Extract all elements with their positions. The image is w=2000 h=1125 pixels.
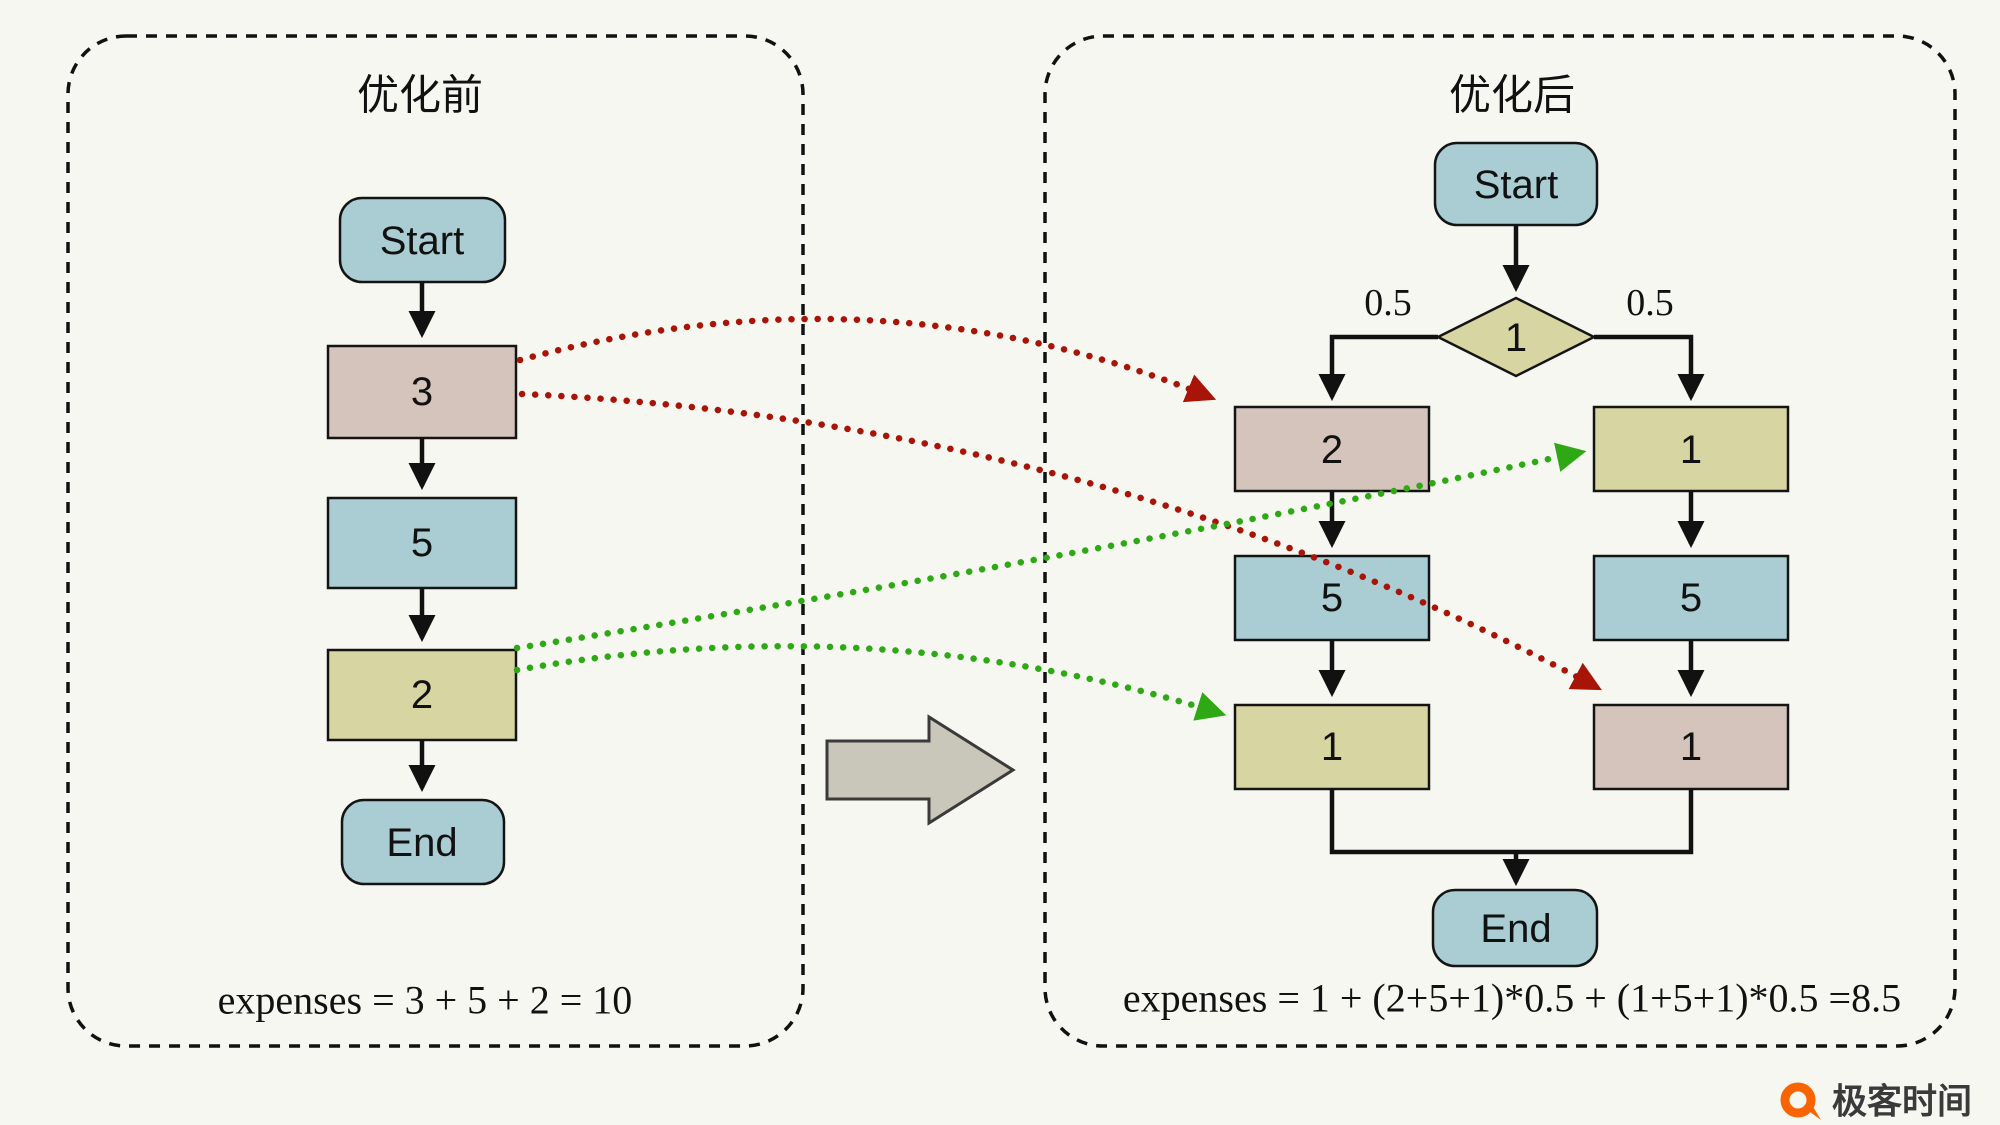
left-node-5-label: 5: [411, 521, 433, 565]
right-leftbranch-node-2: [1233, 405, 1431, 493]
right-rightbranch-node-1b: [1592, 703, 1790, 791]
left-node-3-label: 3: [411, 370, 433, 414]
left-node-3: [326, 344, 518, 440]
right-decision-diamond: [1435, 296, 1597, 378]
left-panel-dashed-border: [66, 34, 805, 1048]
left-panel-before-optimization: 优化前 Start 3 5 2 End expenses = 3 + 5 + 2…: [66, 34, 805, 1048]
left-node-2: [326, 648, 518, 742]
left-end-node: [340, 798, 506, 886]
right-leftbranch-node-5-label: 5: [1321, 576, 1343, 620]
right-decision-label: 1: [1505, 316, 1527, 360]
green-mapping-arrow-2-to-1-bottom: [513, 642, 1227, 721]
right-panel-dashed-border: [1043, 34, 1957, 1048]
right-rightbranch-node-5-label: 5: [1680, 576, 1702, 620]
right-start-label: Start: [1474, 163, 1558, 207]
left-start-label: Start: [380, 219, 464, 263]
probability-left-label: 0.5: [1364, 282, 1412, 324]
green-mapping-arrow-2-to-1-top: [513, 442, 1587, 652]
left-node-2-label: 2: [411, 673, 433, 717]
left-node-5: [326, 496, 518, 590]
right-expenses-formula: expenses = 1 + (2+5+1)*0.5 + (1+5+1)*0.5…: [1123, 976, 1901, 1021]
right-leftbranch-node-5: [1233, 554, 1431, 642]
right-end-label: End: [1480, 907, 1551, 951]
right-rightbranch-node-1b-label: 1: [1680, 725, 1702, 769]
right-merge-connector: [1329, 789, 1694, 855]
right-panel-after-optimization: 优化后 Start 1 0.5 0.5 2 5 1 1 5 1: [1043, 34, 1957, 1048]
left-panel-title: 优化前: [357, 72, 483, 119]
right-rightbranch-node-1a-label: 1: [1680, 428, 1702, 472]
right-rightbranch-node-5: [1592, 554, 1790, 642]
right-arrow-decision-to-left-branch: [1318, 334, 1438, 402]
right-leftbranch-node-2-label: 2: [1321, 428, 1343, 472]
right-panel-title: 优化后: [1449, 72, 1575, 119]
probability-right-label: 0.5: [1626, 282, 1674, 324]
red-mapping-arrow-3-to-2: [516, 315, 1217, 403]
right-rightbranch-node-1a: [1592, 405, 1790, 493]
right-end-node: [1431, 888, 1599, 968]
mapping-arrows: [513, 315, 1602, 721]
right-leftbranch-node-1-label: 1: [1321, 725, 1343, 769]
right-arrow-decision-to-right-branch: [1594, 334, 1705, 402]
brand-name: 极客时间: [1832, 1082, 1972, 1122]
brand-watermark: 极客时间: [1780, 1082, 1972, 1122]
transform-block-arrow-icon: [825, 714, 1016, 826]
red-mapping-arrow-3-to-1: [518, 390, 1602, 692]
left-expenses-formula: expenses = 3 + 5 + 2 = 10: [218, 978, 633, 1023]
geektime-logo-icon: [1780, 1082, 1821, 1120]
left-end-label: End: [386, 821, 457, 865]
